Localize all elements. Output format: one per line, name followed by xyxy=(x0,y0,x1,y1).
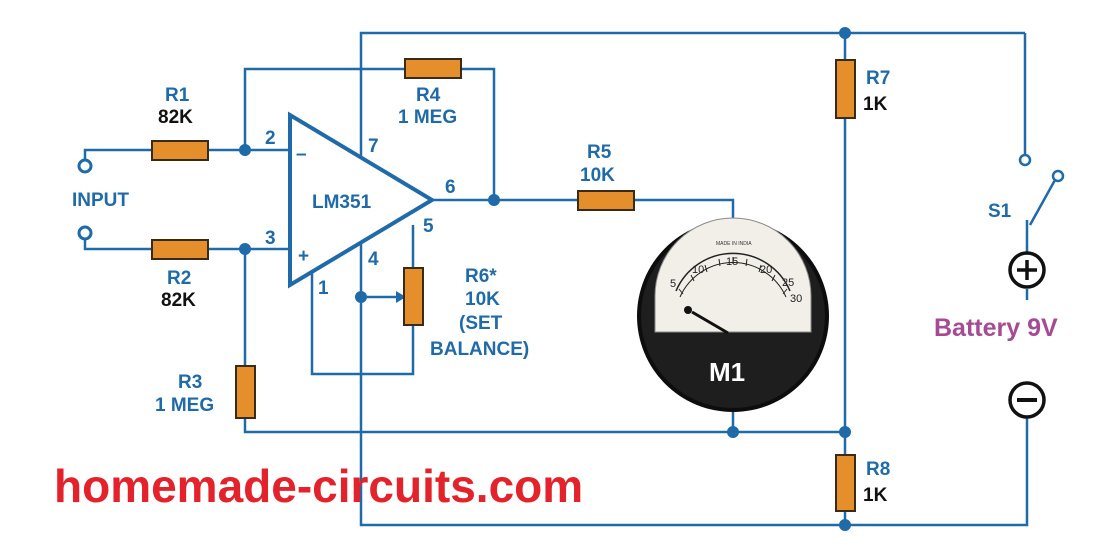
r3-value: 1 MEG xyxy=(155,395,214,416)
resistor-r4 xyxy=(404,58,462,79)
r4-name: R4 xyxy=(416,85,441,106)
meter-m1 xyxy=(637,217,829,412)
battery-plus-icon xyxy=(1008,251,1046,289)
meter-scale-15: 15 xyxy=(726,256,738,268)
resistor-r8 xyxy=(835,454,856,512)
meter-scale-25: 25 xyxy=(782,277,794,289)
pin-4-label: 4 xyxy=(368,249,379,270)
opamp-lm351 xyxy=(288,111,436,289)
r2-value: 82K xyxy=(161,290,196,311)
wiring xyxy=(83,31,1057,527)
meter-scale-10: 10 xyxy=(692,264,704,276)
r7-name: R7 xyxy=(866,68,890,89)
meter-scale-5: 5 xyxy=(670,278,676,290)
resistor-r5 xyxy=(577,190,635,211)
battery-label: Battery 9V xyxy=(934,314,1058,342)
opamp-plus-sign: + xyxy=(298,246,309,267)
r4-value: 1 MEG xyxy=(398,107,457,128)
r1-value: 82K xyxy=(158,107,193,128)
r5-name: R5 xyxy=(587,142,612,163)
r8-value: 1K xyxy=(863,485,888,506)
r6-note-line1: (SET xyxy=(459,313,503,334)
meter-brand-text: MADE IN INDIA xyxy=(716,241,752,247)
resistor-r6-potentiometer xyxy=(403,267,424,326)
switch-label: S1 xyxy=(988,201,1012,222)
resistor-r2 xyxy=(151,239,209,260)
meter-label: M1 xyxy=(709,357,745,387)
opamp-name: LM351 xyxy=(312,192,372,213)
r8-name: R8 xyxy=(866,459,890,480)
r6-note-line2: BALANCE) xyxy=(430,339,529,360)
pin-7-label: 7 xyxy=(368,136,379,157)
opamp-minus-sign: – xyxy=(296,144,307,165)
switch-s1 xyxy=(1018,153,1065,183)
r5-value: 10K xyxy=(580,165,615,186)
pin-6-label: 6 xyxy=(445,177,456,198)
r6-value: 10K xyxy=(465,289,500,310)
input-label: INPUT xyxy=(72,190,129,211)
r3-name: R3 xyxy=(178,372,202,393)
pin-3-label: 3 xyxy=(265,228,276,249)
pin-1-label: 1 xyxy=(318,278,329,299)
meter-scale-30: 30 xyxy=(790,293,802,305)
resistor-r3 xyxy=(235,365,256,419)
meter-scale-20: 20 xyxy=(760,264,772,276)
r1-name: R1 xyxy=(165,85,190,106)
pin-2-label: 2 xyxy=(265,128,276,149)
r2-name: R2 xyxy=(167,268,191,289)
watermark: homemade-circuits.com xyxy=(54,460,583,512)
resistor-r7 xyxy=(835,59,856,119)
junction-dots xyxy=(239,27,851,531)
r7-value: 1K xyxy=(863,94,888,115)
pin-5-label: 5 xyxy=(423,216,434,237)
input-terminals xyxy=(77,158,93,241)
r6-name: R6* xyxy=(465,266,497,287)
meter-ticks xyxy=(678,257,788,295)
battery-minus-icon xyxy=(1008,381,1046,419)
resistor-r1 xyxy=(151,140,209,161)
